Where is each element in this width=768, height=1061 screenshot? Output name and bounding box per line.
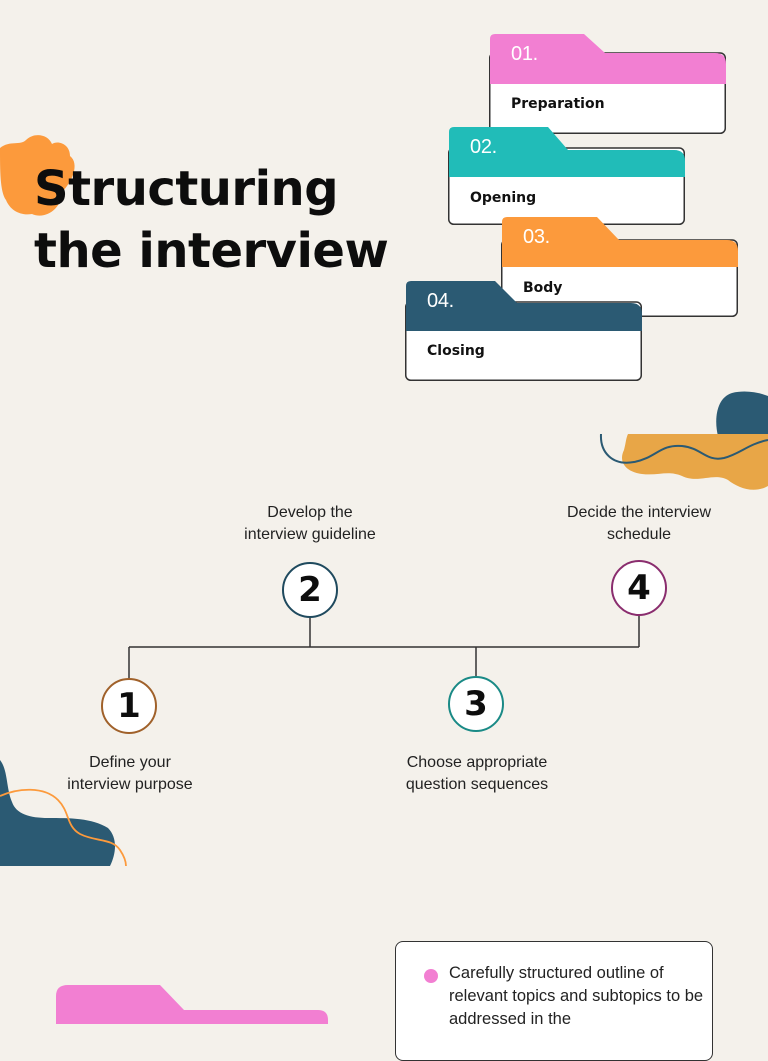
decorative-blob-navy-right (716, 391, 768, 436)
step-1-line-1: Define your (89, 754, 171, 771)
step-3-circle: 3 (448, 676, 504, 732)
folder-card-body: 03. Body (501, 216, 738, 317)
step-2-line-2: interview guideline (244, 526, 376, 543)
step-4-text: Decide the interview schedule (539, 502, 739, 546)
folder-label: Body (523, 280, 563, 296)
folder-shape (489, 34, 726, 134)
folder-number: 03. (523, 226, 550, 248)
decorative-blob-navy-left (0, 760, 127, 867)
step-2-number: 2 (298, 570, 322, 610)
step-4-number: 4 (627, 568, 651, 608)
timeline-connectors (128, 616, 640, 680)
folder-shape (501, 217, 738, 317)
step-2-line-1: Develop the (267, 504, 353, 521)
decorative-blob-mustard-right (599, 433, 768, 490)
page-title: Structuring the interview (34, 158, 389, 282)
step-2-circle: 2 (282, 562, 338, 618)
folder-shape (448, 127, 685, 225)
step-1-text: Define your interview purpose (30, 752, 230, 796)
step-2-text: Develop the interview guideline (210, 502, 410, 546)
folder-number: 02. (470, 136, 497, 158)
folder-card-preparation: 01. Preparation (489, 33, 726, 134)
folder-number: 01. (511, 43, 538, 65)
detail-card-text: Carefully structured outline of relevant… (449, 964, 704, 1028)
step-3-line-2: question sequences (405, 776, 549, 793)
folder-card-closing: 04. Closing (405, 280, 642, 381)
step-3-number: 3 (464, 684, 488, 724)
step-4-line-2: schedule (606, 526, 672, 543)
title-line-1: Structuring (34, 161, 339, 217)
folder-label: Closing (427, 343, 485, 359)
step-1-circle: 1 (101, 678, 157, 734)
folder-tab-pink-bottom (56, 985, 328, 1024)
step-1-number: 1 (117, 686, 141, 726)
title-line-2: the interview (34, 223, 389, 279)
step-4-line-1: Decide the interview (566, 504, 712, 521)
folder-number: 04. (427, 290, 454, 312)
step-1-line-2: interview purpose (67, 776, 193, 793)
step-3-line-1: Choose appropriate (406, 754, 548, 771)
decorative-blob-orange-top-left (0, 135, 75, 216)
folder-shape (405, 281, 642, 381)
bullet-dot-icon (424, 969, 438, 983)
folder-card-opening: 02. Opening (448, 126, 685, 225)
step-3-text: Choose appropriate question sequences (377, 752, 577, 796)
folder-label: Opening (470, 190, 537, 206)
detail-card: Carefully structured outline of relevant… (395, 941, 713, 1061)
step-4-circle: 4 (611, 560, 667, 616)
folder-label: Preparation (511, 96, 605, 112)
